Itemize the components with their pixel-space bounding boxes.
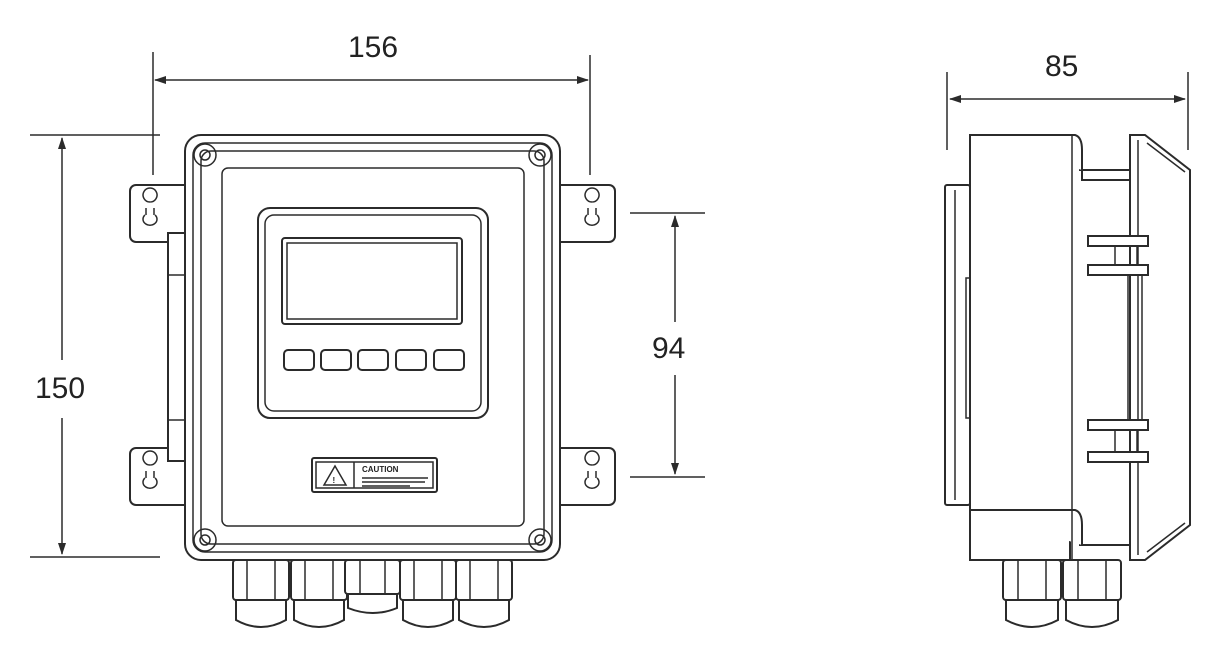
cable-gland-icon bbox=[399, 559, 457, 628]
key-3 bbox=[357, 349, 389, 371]
dimension-side-depth: 85 bbox=[946, 50, 1189, 150]
screw-icon bbox=[193, 528, 217, 552]
dimension-mount-spacing: 94 bbox=[630, 212, 705, 478]
key-2 bbox=[320, 349, 352, 371]
cable-gland-icon bbox=[455, 559, 513, 628]
lcd-display bbox=[281, 237, 463, 325]
key-4 bbox=[395, 349, 427, 371]
side-view: 85 bbox=[944, 50, 1191, 628]
keyhole-mount-slot-icon bbox=[142, 450, 158, 489]
key-5 bbox=[433, 349, 465, 371]
key-1 bbox=[283, 349, 315, 371]
mount-ear-top-right bbox=[554, 184, 616, 243]
caution-title: CAUTION bbox=[362, 465, 399, 474]
latch-top bbox=[1087, 235, 1149, 276]
keypad bbox=[283, 349, 465, 371]
cable-gland-icon bbox=[290, 559, 348, 628]
screw-icon bbox=[193, 143, 217, 167]
dimension-label-150: 150 bbox=[35, 372, 85, 405]
dimension-label-156: 156 bbox=[348, 31, 398, 64]
keyhole-mount-slot-icon bbox=[584, 450, 600, 489]
cable-glands-front bbox=[232, 559, 513, 628]
warning-symbol: ! bbox=[333, 476, 336, 485]
dimension-label-94: 94 bbox=[652, 332, 685, 365]
cable-gland-icon bbox=[1002, 559, 1062, 628]
screw-icon bbox=[528, 528, 552, 552]
enclosure-side bbox=[969, 134, 1139, 561]
dimension-front-height: 150 bbox=[30, 134, 160, 558]
cable-gland-icon bbox=[232, 559, 290, 628]
cable-gland-icon bbox=[344, 559, 401, 614]
front-view: ! CAUTION bbox=[30, 31, 705, 628]
dimension-label-85: 85 bbox=[1045, 50, 1078, 83]
caution-label: ! CAUTION bbox=[311, 457, 438, 493]
mount-ear-bottom-right bbox=[554, 447, 616, 506]
latch-bottom bbox=[1087, 419, 1149, 463]
front-cover-side bbox=[1129, 134, 1191, 561]
keyhole-mount-slot-icon bbox=[142, 187, 158, 226]
cable-gland-icon bbox=[1062, 559, 1122, 628]
warning-triangle-icon bbox=[322, 464, 348, 486]
keyhole-mount-slot-icon bbox=[584, 187, 600, 226]
screw-icon bbox=[528, 143, 552, 167]
dimension-front-width: 156 bbox=[152, 31, 591, 175]
cable-glands-side bbox=[1002, 559, 1122, 628]
